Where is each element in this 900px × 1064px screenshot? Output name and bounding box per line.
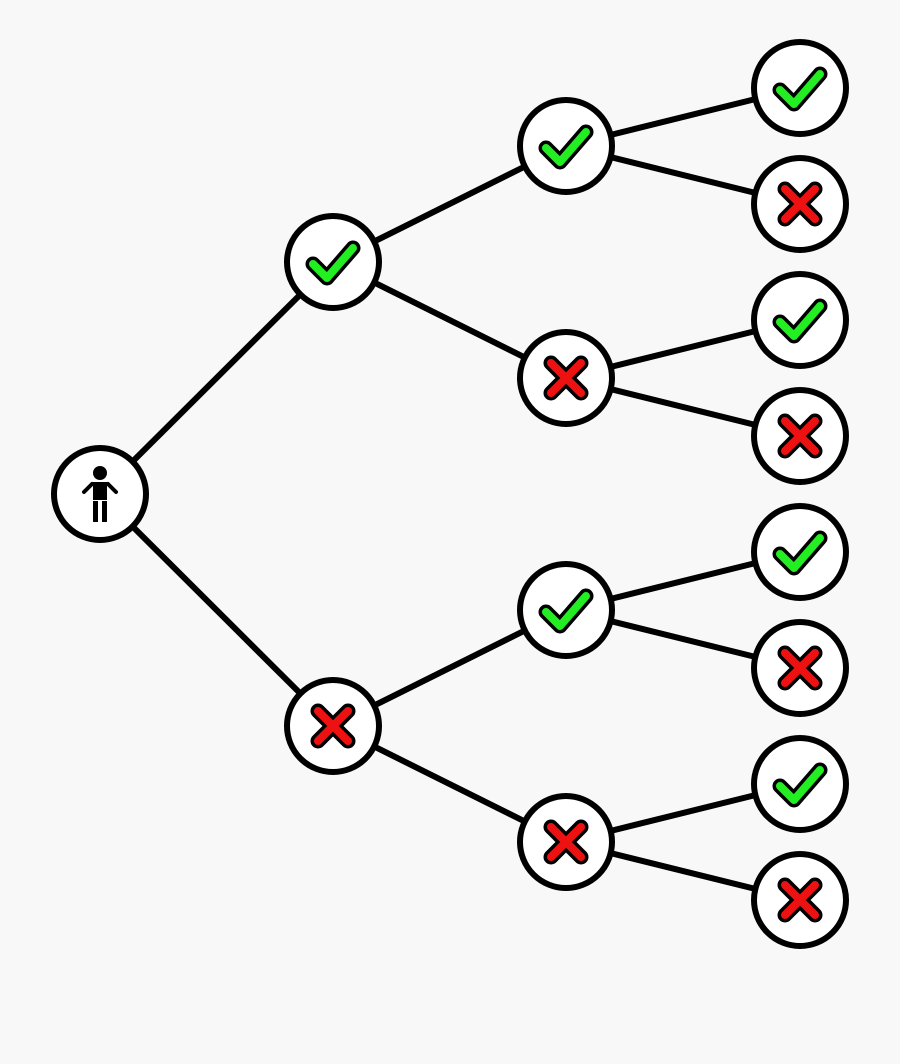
check-icon — [309, 244, 357, 282]
tree-node-cross — [751, 851, 849, 949]
tree-node-check — [751, 735, 849, 833]
person-icon — [82, 466, 118, 522]
tree-node-cross — [284, 677, 382, 775]
cross-icon — [781, 185, 819, 223]
cross-icon — [781, 417, 819, 455]
tree-node-check — [751, 39, 849, 137]
cross-icon — [314, 707, 352, 745]
cross-icon — [547, 359, 585, 397]
tree-edge — [97, 259, 336, 497]
tree-node-check — [517, 97, 615, 195]
tree-node-check — [751, 271, 849, 369]
check-icon — [776, 302, 824, 340]
tree-nodes — [51, 39, 849, 949]
tree-node-cross — [517, 329, 615, 427]
tree-node-root — [51, 445, 149, 543]
tree-node-check — [751, 503, 849, 601]
tree-node-cross — [751, 387, 849, 485]
cross-icon — [781, 649, 819, 687]
tree-node-cross — [751, 619, 849, 717]
tree-node-cross — [751, 155, 849, 253]
tree-node-cross — [517, 793, 615, 891]
tree-edges — [97, 85, 803, 903]
check-icon — [776, 766, 824, 804]
cross-icon — [781, 881, 819, 919]
check-icon — [776, 534, 824, 572]
check-icon — [542, 592, 590, 630]
tree-node-check — [284, 213, 382, 311]
tree-edge — [97, 491, 336, 729]
tree-node-check — [517, 561, 615, 659]
check-icon — [776, 70, 824, 108]
check-icon — [542, 128, 590, 166]
cross-icon — [547, 823, 585, 861]
